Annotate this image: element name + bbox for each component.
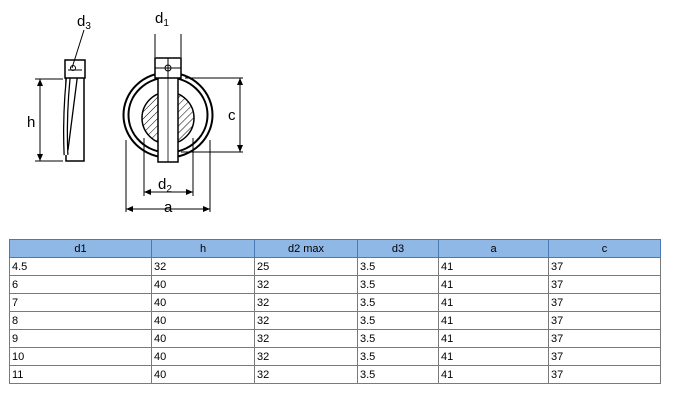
- technical-drawing: d3 h d1 c: [27, 10, 243, 216]
- col-header-h: h: [151, 239, 255, 258]
- cell-a: 41: [438, 293, 549, 312]
- cell-h: 40: [151, 347, 255, 366]
- d1-label: d1: [155, 10, 169, 29]
- cell-h: 32: [151, 257, 255, 276]
- cell-h: 40: [151, 293, 255, 312]
- cell-h: 40: [151, 311, 255, 330]
- cell-d1: 9: [9, 329, 152, 348]
- a-label: a: [164, 199, 173, 216]
- col-header-d3: d3: [357, 239, 439, 258]
- cell-d2-max: 32: [254, 347, 358, 366]
- cell-c: 37: [548, 347, 661, 366]
- cell-d2-max: 32: [254, 329, 358, 348]
- table-header-row: d1 h d2 max d3 a c: [9, 239, 661, 258]
- d3-label: d3: [77, 13, 91, 32]
- cell-d1: 10: [9, 347, 152, 366]
- dimensions-table: d1 h d2 max d3 a c 4.5 32 25 3.5 41 37 6…: [9, 239, 661, 384]
- table-row: 4.5 32 25 3.5 41 37: [9, 257, 661, 276]
- cell-d3: 3.5: [357, 275, 439, 294]
- cell-h: 40: [151, 329, 255, 348]
- col-header-c: c: [548, 239, 661, 258]
- cell-d1: 7: [9, 293, 152, 312]
- cell-d3: 3.5: [357, 365, 439, 384]
- cell-c: 37: [548, 329, 661, 348]
- table-row: 8 40 32 3.5 41 37: [9, 311, 661, 330]
- d2-label: d2: [158, 176, 172, 195]
- cell-a: 41: [438, 275, 549, 294]
- cell-d2-max: 32: [254, 275, 358, 294]
- table-row: 10 40 32 3.5 41 37: [9, 347, 661, 366]
- table-row: 6 40 32 3.5 41 37: [9, 275, 661, 294]
- cell-c: 37: [548, 293, 661, 312]
- cell-d2-max: 32: [254, 365, 358, 384]
- cell-d1: 11: [9, 365, 152, 384]
- cell-a: 41: [438, 257, 549, 276]
- cell-d1: 6: [9, 275, 152, 294]
- cell-c: 37: [548, 311, 661, 330]
- cell-a: 41: [438, 347, 549, 366]
- cell-c: 37: [548, 365, 661, 384]
- cell-d3: 3.5: [357, 347, 439, 366]
- cell-a: 41: [438, 329, 549, 348]
- cell-d2-max: 32: [254, 311, 358, 330]
- h-label: h: [27, 114, 35, 131]
- col-header-d2-max: d2 max: [254, 239, 358, 258]
- cell-d3: 3.5: [357, 293, 439, 312]
- cell-h: 40: [151, 365, 255, 384]
- cell-c: 37: [548, 275, 661, 294]
- table-row: 11 40 32 3.5 41 37: [9, 365, 661, 384]
- table-row: 9 40 32 3.5 41 37: [9, 329, 661, 348]
- cell-c: 37: [548, 257, 661, 276]
- cell-d3: 3.5: [357, 257, 439, 276]
- cell-d2-max: 25: [254, 257, 358, 276]
- cell-a: 41: [438, 311, 549, 330]
- col-header-a: a: [438, 239, 549, 258]
- cell-d1: 8: [9, 311, 152, 330]
- front-view: d1 c d2 a: [122, 10, 243, 216]
- cell-d2-max: 32: [254, 293, 358, 312]
- cell-h: 40: [151, 275, 255, 294]
- c-label: c: [228, 107, 236, 124]
- cell-d3: 3.5: [357, 311, 439, 330]
- cell-d1: 4.5: [9, 257, 152, 276]
- side-view: d3 h: [27, 13, 91, 162]
- d3-leader-line: [71, 29, 85, 69]
- cell-a: 41: [438, 365, 549, 384]
- table-row: 7 40 32 3.5 41 37: [9, 293, 661, 312]
- cell-d3: 3.5: [357, 329, 439, 348]
- col-header-d1: d1: [9, 239, 152, 258]
